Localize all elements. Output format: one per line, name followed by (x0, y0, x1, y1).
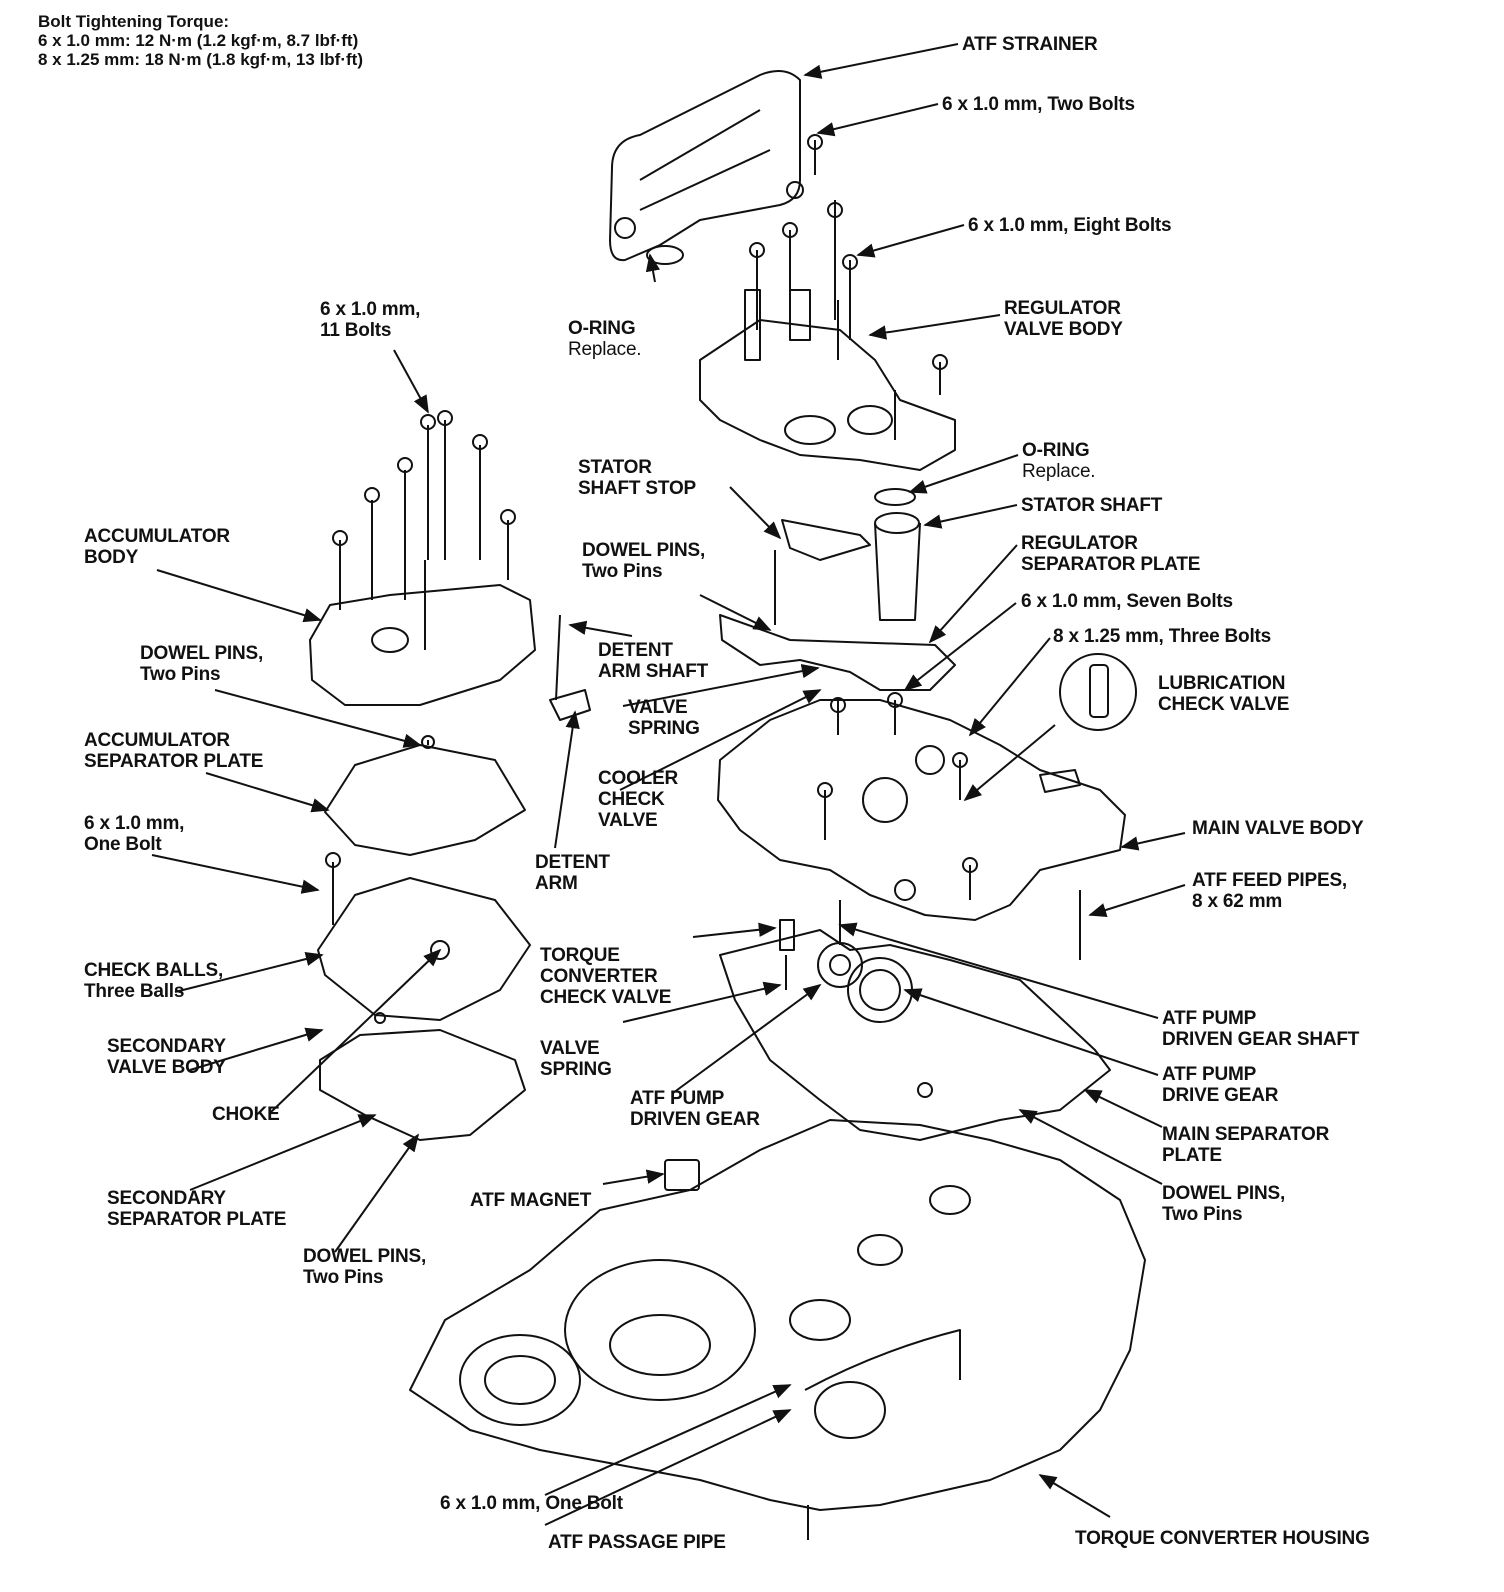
torque-spec: Bolt Tightening Torque: 6 x 1.0 mm: 12 N… (38, 12, 363, 69)
atf-pump-gears-part (779, 900, 913, 1023)
label-bolts-eleven: 6 x 1.0 mm,11 Bolts (320, 299, 421, 341)
label-bolts-three: 8 x 1.25 mm, Three Bolts (1053, 626, 1272, 647)
accumulator-body-part (309, 410, 536, 706)
stator-shaft-part (781, 488, 921, 621)
label-bolt-one-left: 6 x 1.0 mm,One Bolt (84, 813, 185, 855)
label-atf-feed-pipes: ATF FEED PIPES,8 x 62 mm (1192, 870, 1348, 912)
atf-strainer-part (609, 70, 804, 265)
label-dowel-pins-center: DOWEL PINS,Two Pins (582, 540, 706, 582)
label-atf-passage-pipe: ATF PASSAGE PIPE (548, 1532, 726, 1553)
regulator-valve-body-part (699, 134, 956, 471)
leader-lines (151, 43, 1186, 1526)
label-bolts-eight: 6 x 1.0 mm, Eight Bolts (968, 215, 1172, 236)
detent-arm-part (549, 689, 591, 721)
label-bolts-seven: 6 x 1.0 mm, Seven Bolts (1021, 591, 1233, 612)
torque-spec-title: Bolt Tightening Torque: (38, 12, 230, 31)
label-torque-converter-housing: TORQUE CONVERTER HOUSING (1075, 1528, 1370, 1549)
torque-spec-line: 8 x 1.25 mm: 18 N·m (1.8 kgf·m, 13 lbf·f… (38, 50, 363, 69)
main-separator-plate-part (719, 929, 1111, 1141)
main-valve-body-part (717, 692, 1126, 960)
label-atf-strainer: ATF STRAINER (962, 34, 1098, 55)
label-dowel-pins-left: DOWEL PINS,Two Pins (140, 643, 264, 685)
label-choke: CHOKE (212, 1104, 280, 1125)
label-dowel-pins-bottom: DOWEL PINS,Two Pins (303, 1246, 427, 1288)
torque-converter-housing-part (409, 1119, 1146, 1540)
atf-magnet-part (664, 1159, 700, 1191)
label-atf-magnet: ATF MAGNET (470, 1190, 592, 1211)
secondary-separator-plate-part (319, 1029, 526, 1141)
detent-arm-shaft-part (555, 614, 561, 701)
label-stator-shaft: STATOR SHAFT (1021, 495, 1163, 516)
regulator-separator-plate-part (719, 614, 956, 691)
label-check-balls: CHECK BALLS,Three Balls (84, 960, 224, 1002)
label-bolts-two: 6 x 1.0 mm, Two Bolts (942, 94, 1135, 115)
label-main-valve-body: MAIN VALVE BODY (1192, 818, 1364, 839)
label-dowel-pins-right: DOWEL PINS,Two Pins (1162, 1183, 1286, 1225)
torque-spec-line: 6 x 1.0 mm: 12 N·m (1.2 kgf·m, 8.7 lbf·f… (38, 31, 359, 50)
lubrication-check-valve-callout (1059, 653, 1137, 731)
secondary-valve-body-part (317, 852, 531, 1021)
accumulator-separator-plate-part (324, 744, 526, 856)
label-bolt-one-bottom: 6 x 1.0 mm, One Bolt (440, 1493, 623, 1514)
